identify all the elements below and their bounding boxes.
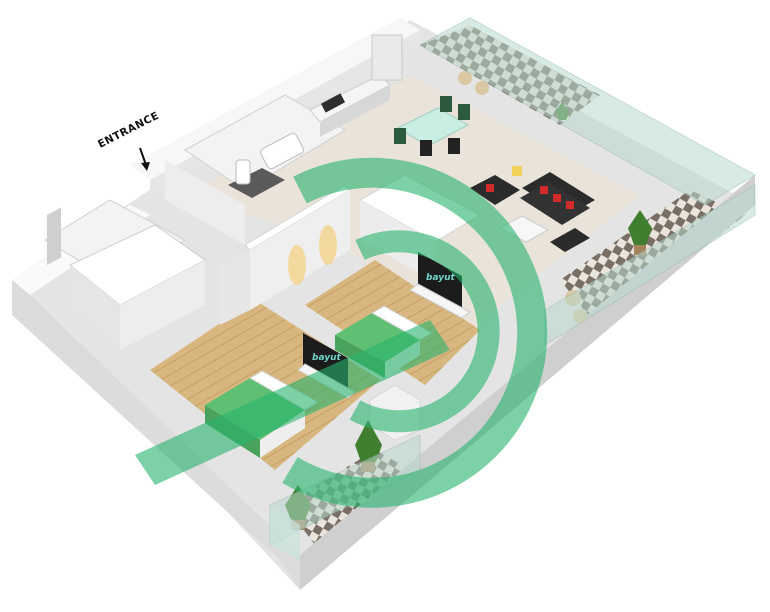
wall-light-2 [319, 225, 337, 265]
cushion-4 [486, 184, 494, 192]
entrance-arrow-icon [139, 147, 150, 171]
bathroom-1-box-face2 [120, 260, 205, 350]
dining-chair-5 [448, 138, 460, 154]
bathroom-2-dark-floor [228, 168, 285, 198]
railing-top [418, 17, 757, 206]
bathroom-2 [184, 94, 346, 191]
balcony-top-chair-1 [458, 71, 472, 85]
outer-wall-left-face [12, 280, 300, 590]
cushion-1 [540, 186, 548, 194]
bathroom-2-wall [165, 160, 245, 245]
shower-panel [47, 207, 61, 266]
sofa-left [470, 175, 520, 205]
cushion-3 [566, 201, 574, 209]
dining-chair-4 [420, 140, 432, 156]
cushion-2 [553, 194, 561, 202]
side-table-lamp [512, 166, 522, 176]
toilet [235, 159, 251, 185]
kitchen-counter-face [320, 85, 390, 137]
tv-2: bayut [409, 252, 471, 319]
partition-wall-3 [220, 250, 250, 325]
bathtub [260, 132, 304, 170]
tv-2-brand: bayut [426, 273, 456, 283]
fridge [371, 34, 403, 81]
plant-1 [628, 210, 652, 255]
railing-left-bottom [270, 505, 300, 560]
sofa-right [550, 228, 590, 252]
wall-light-1 [288, 245, 306, 285]
dining-chair-1 [440, 96, 452, 112]
dining-chair-2 [458, 104, 470, 120]
outer-wall-top [130, 18, 420, 180]
tv-1-brand: bayut [312, 353, 342, 363]
balcony-top-chair-2 [475, 81, 489, 95]
dining-table [396, 107, 470, 147]
sofa-main-seat [520, 182, 590, 225]
bayut-watermark-icon [135, 157, 548, 508]
stove [320, 93, 346, 113]
dining-chair-3 [394, 128, 406, 144]
bathroom-1-box-face [70, 265, 120, 350]
